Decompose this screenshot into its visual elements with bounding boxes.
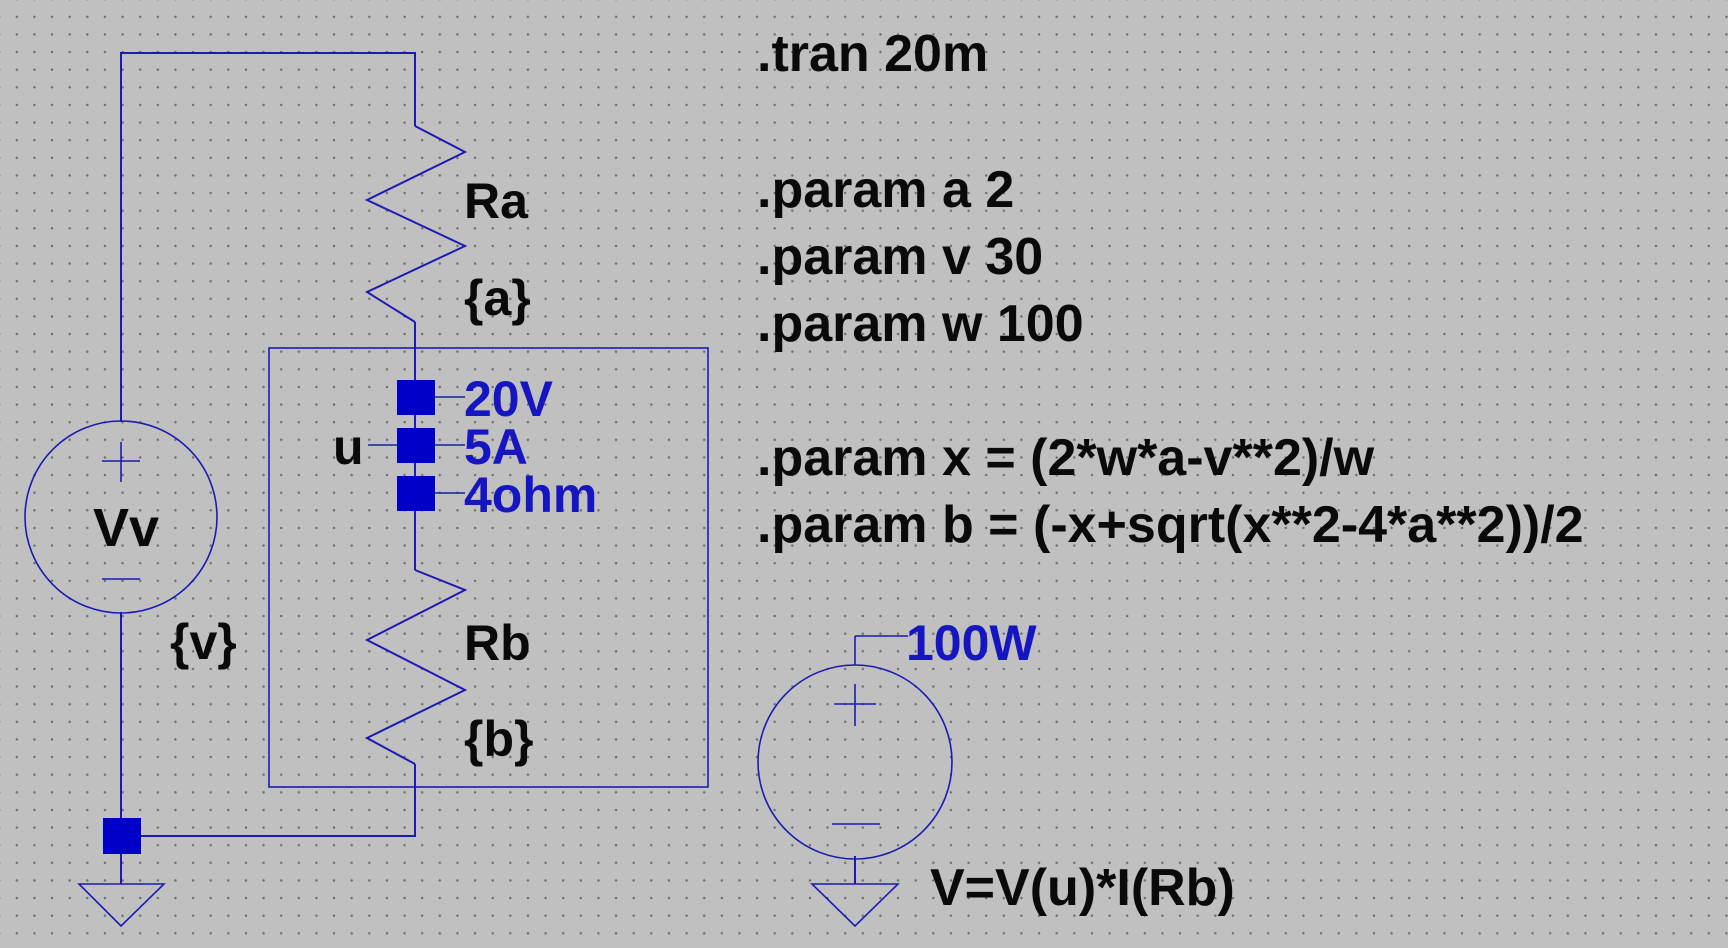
directive-param-w[interactable]: .param w 100 (757, 295, 1084, 353)
directive-param-v[interactable]: .param v 30 (757, 228, 1044, 286)
ground-icon-source (810, 883, 900, 928)
ground-node[interactable] (103, 818, 141, 854)
resistor-rb[interactable] (364, 569, 468, 765)
wire-top-loop[interactable] (120, 52, 416, 422)
resistor-ra[interactable] (364, 125, 468, 323)
vv-name-label: Vv (93, 498, 159, 558)
directive-param-b[interactable]: .param b = (-x+sqrt(x**2-4*a**2))/2 (757, 496, 1584, 554)
probe-node-voltage[interactable] (397, 380, 435, 415)
directive-param-x[interactable]: .param x = (2*w*a-v**2)/w (757, 429, 1375, 487)
rb-name-label: Rb (464, 615, 531, 671)
directive-tran[interactable]: .tran 20m (757, 25, 989, 83)
ground-icon (77, 883, 166, 928)
readout-resistance: 4ohm (464, 467, 597, 523)
readout-voltage: 20V (464, 371, 554, 427)
readout-current: 5A (464, 419, 528, 475)
voltage-source-vv[interactable] (24, 420, 218, 614)
measurement-box[interactable] (268, 347, 709, 788)
rb-value-label: {b} (464, 711, 533, 767)
directive-param-a[interactable]: .param a 2 (757, 161, 1015, 219)
wires (120, 52, 856, 884)
probe-node-resistance[interactable] (397, 476, 435, 511)
behavioral-voltage-source[interactable] (757, 635, 953, 860)
ra-name-label: Ra (464, 173, 529, 229)
probe-node-current[interactable] (397, 428, 435, 463)
wire-ground-return[interactable] (120, 612, 416, 837)
vv-value-label: {v} (170, 614, 237, 670)
net-label-u: u (333, 419, 364, 475)
ra-value-label: {a} (464, 270, 531, 326)
behavioral-source-expression: V=V(u)*I(Rb) (930, 859, 1235, 917)
readout-power: 100W (906, 615, 1037, 671)
